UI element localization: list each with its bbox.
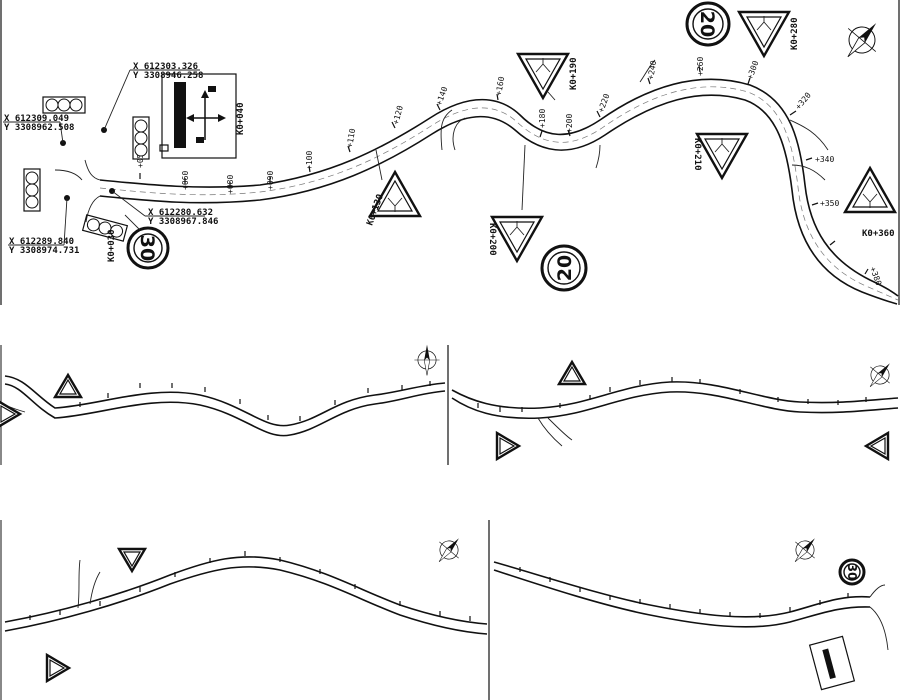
speed-limit-20-sign: 20 <box>685 1 731 47</box>
svg-text:K0+280: K0+280 <box>790 17 800 50</box>
svg-text:+200: +200 <box>565 114 574 133</box>
speed-limit-30-sign: 30 <box>838 558 866 586</box>
warning-triangle-icon: K0+360 <box>843 166 897 239</box>
svg-text:K0+210: K0+210 <box>692 138 702 171</box>
north-arrow-icon <box>414 344 440 376</box>
north-arrow-icon <box>785 529 825 571</box>
north-arrow-icon <box>429 529 469 571</box>
svg-text:+320: +320 <box>794 91 813 112</box>
warning-triangle-icon: K0+190 <box>516 52 579 101</box>
station-ticks <box>477 377 867 412</box>
road-edge-upper <box>451 381 899 410</box>
svg-text:+180: +180 <box>538 109 547 128</box>
side-road-1 <box>440 109 466 151</box>
svg-text:X 612303.326: X 612303.326 <box>133 62 198 72</box>
svg-text:+090: +090 <box>266 171 275 190</box>
coord-callout-1: X 612303.326 Y 3308946.258 <box>103 62 203 131</box>
side-road <box>537 417 573 447</box>
guide-sign-board: K0+040 <box>159 73 246 159</box>
guide-sign-board <box>808 635 856 691</box>
svg-text:+350: +350 <box>820 199 839 208</box>
side-road <box>869 584 889 651</box>
svg-text:K0+200: K0+200 <box>487 223 497 256</box>
svg-text:X 612309.049: X 612309.049 <box>4 114 69 124</box>
svg-text:+340: +340 <box>815 155 834 164</box>
svg-text:X 612280.632: X 612280.632 <box>148 208 213 218</box>
svg-text:K0+360: K0+360 <box>862 229 895 239</box>
speed-limit-20-sign: 20 <box>540 244 588 292</box>
svg-text:30: 30 <box>845 564 859 581</box>
road-edge-lower <box>99 94 898 305</box>
plan-section-bottom-left <box>4 529 488 683</box>
svg-text:+050: +050 <box>136 149 145 168</box>
coord-callout-4: X 612289.840 Y 3308974.731 <box>8 197 79 256</box>
svg-text:+120: +120 <box>391 104 405 125</box>
north-arrow-icon <box>833 11 891 69</box>
warning-triangle-icon <box>864 431 890 461</box>
warning-triangle-icon <box>495 431 521 461</box>
svg-text:20: 20 <box>554 255 576 281</box>
road-centerline <box>99 86 899 301</box>
plan-section-middle-right <box>451 354 900 461</box>
svg-text:+260: +260 <box>696 57 705 76</box>
coord-callout-3: X 612280.632 Y 3308967.846 <box>111 190 218 227</box>
warning-triangle-icon: K0+200 <box>487 144 544 263</box>
plan-section-middle-left <box>0 344 446 437</box>
svg-text:Y 3308962.508: Y 3308962.508 <box>4 123 74 133</box>
svg-text:+100: +100 <box>305 151 314 170</box>
intersection-curve <box>54 159 101 223</box>
svg-text:Y 3308974.731: Y 3308974.731 <box>9 246 79 256</box>
road-edge-upper <box>493 561 871 618</box>
north-arrow-icon <box>860 354 900 396</box>
station-ticks <box>519 567 849 618</box>
svg-text:+060: +060 <box>181 171 190 190</box>
warning-triangle-icon <box>117 547 147 573</box>
svg-text:Y 3308967.846: Y 3308967.846 <box>148 217 218 227</box>
road-edge-upper <box>4 375 446 427</box>
station-tick-labels: +050 +060 +080 +090 +100 +110 +120 +140 … <box>136 57 883 287</box>
plan-section-bottom-right: 30 <box>493 529 889 691</box>
svg-text:K0+040: K0+040 <box>236 102 246 135</box>
side-road-2 <box>595 59 656 169</box>
svg-text:+300: +300 <box>745 59 760 80</box>
side-road-3 <box>789 119 829 181</box>
svg-text:Y 3308946.258: Y 3308946.258 <box>133 71 203 81</box>
road-edge-lower <box>451 391 899 420</box>
warning-triangle-icon: K0+130 <box>365 149 422 227</box>
station-ticks <box>139 65 869 275</box>
station-ticks <box>29 551 471 621</box>
svg-text:+140: +140 <box>434 85 449 106</box>
road-edge-lower <box>493 569 871 628</box>
warning-triangle-icon <box>53 373 83 399</box>
svg-text:K0+190: K0+190 <box>569 57 579 90</box>
svg-text:K0+030: K0+030 <box>107 229 117 262</box>
svg-text:X 612289.840: X 612289.840 <box>9 237 74 247</box>
svg-text:+220: +220 <box>596 92 611 113</box>
svg-text:20: 20 <box>696 11 718 37</box>
coord-callout-2: X 612309.049 Y 3308962.508 <box>3 114 74 144</box>
side-road <box>77 559 101 609</box>
svg-text:+080: +080 <box>226 175 235 194</box>
warning-triangle-icon <box>557 360 587 386</box>
svg-text:+110: +110 <box>345 128 357 149</box>
warning-triangle-icon <box>45 653 71 683</box>
warning-triangle-icon: K0+210 <box>692 132 749 180</box>
warning-triangle-icon: K0+280 <box>737 10 800 58</box>
road-edge-upper <box>4 556 488 625</box>
station-ticks <box>79 381 431 421</box>
road-edge-upper <box>99 78 899 297</box>
main-plan: +050 +060 +080 +090 +100 +110 +120 +140 … <box>3 1 899 305</box>
speed-limit-30-sign: 30 K0+030 <box>107 214 170 270</box>
svg-text:+380: +380 <box>868 266 883 287</box>
svg-text:+240: +240 <box>646 60 658 81</box>
svg-text:+160: +160 <box>494 76 506 97</box>
road-edge-lower <box>4 383 446 437</box>
svg-text:30: 30 <box>136 235 158 261</box>
road-edge-lower <box>4 566 488 635</box>
warning-triangle-icon <box>0 399 22 429</box>
